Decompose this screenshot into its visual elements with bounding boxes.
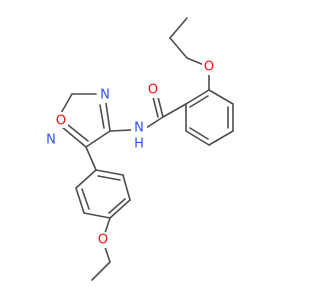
atom-labels: O N N N H O O O [44, 59, 216, 248]
bond [105, 102, 111, 132]
ring-oxygen: O [54, 112, 68, 129]
ring-nitrogen-left-label: N [46, 133, 56, 148]
ethoxy-oxygen: O [96, 232, 110, 248]
carbonyl-oxygen: O [146, 82, 160, 98]
ring-oxygen-label: O [56, 114, 66, 129]
bond [208, 130, 234, 146]
amide-hydrogen-label: H [134, 137, 144, 152]
amide-nitrogen: N [131, 120, 147, 136]
bond [157, 96, 164, 118]
bond [91, 261, 111, 281]
bond [59, 93, 73, 116]
bond [75, 169, 97, 189]
bond [109, 129, 133, 132]
bond [169, 37, 188, 59]
ring-nitrogen-left: N [44, 132, 58, 148]
bonds [59, 17, 234, 281]
amide-hydrogen: H [131, 136, 147, 152]
molecule-structure: O N N N H O O O [44, 17, 234, 281]
bond [108, 198, 126, 214]
bond [185, 130, 210, 146]
bond [109, 199, 131, 219]
bond [81, 188, 90, 210]
carbonyl-oxygen-label: O [148, 83, 158, 98]
bond [122, 174, 131, 201]
bond [152, 96, 159, 118]
bond [75, 187, 85, 214]
bond [208, 89, 234, 105]
bond [189, 95, 209, 108]
bond [83, 212, 111, 219]
ring-nitrogen-right-label: N [100, 88, 110, 103]
bond [189, 127, 209, 140]
propoxy-oxygen: O [202, 59, 216, 75]
bond [67, 124, 89, 142]
bond [85, 130, 111, 148]
bond [61, 126, 87, 148]
bond [97, 175, 121, 181]
bond [185, 89, 210, 105]
bond [145, 116, 164, 129]
ethoxy-oxygen-label: O [98, 233, 108, 248]
ring-nitrogen-right: N [98, 87, 112, 103]
amide-nitrogen-label: N [134, 121, 144, 136]
propoxy-oxygen-label: O [204, 60, 214, 75]
bond [99, 104, 105, 129]
bond [169, 17, 188, 39]
bond [95, 169, 124, 176]
bond [85, 146, 97, 171]
bond [162, 103, 187, 118]
